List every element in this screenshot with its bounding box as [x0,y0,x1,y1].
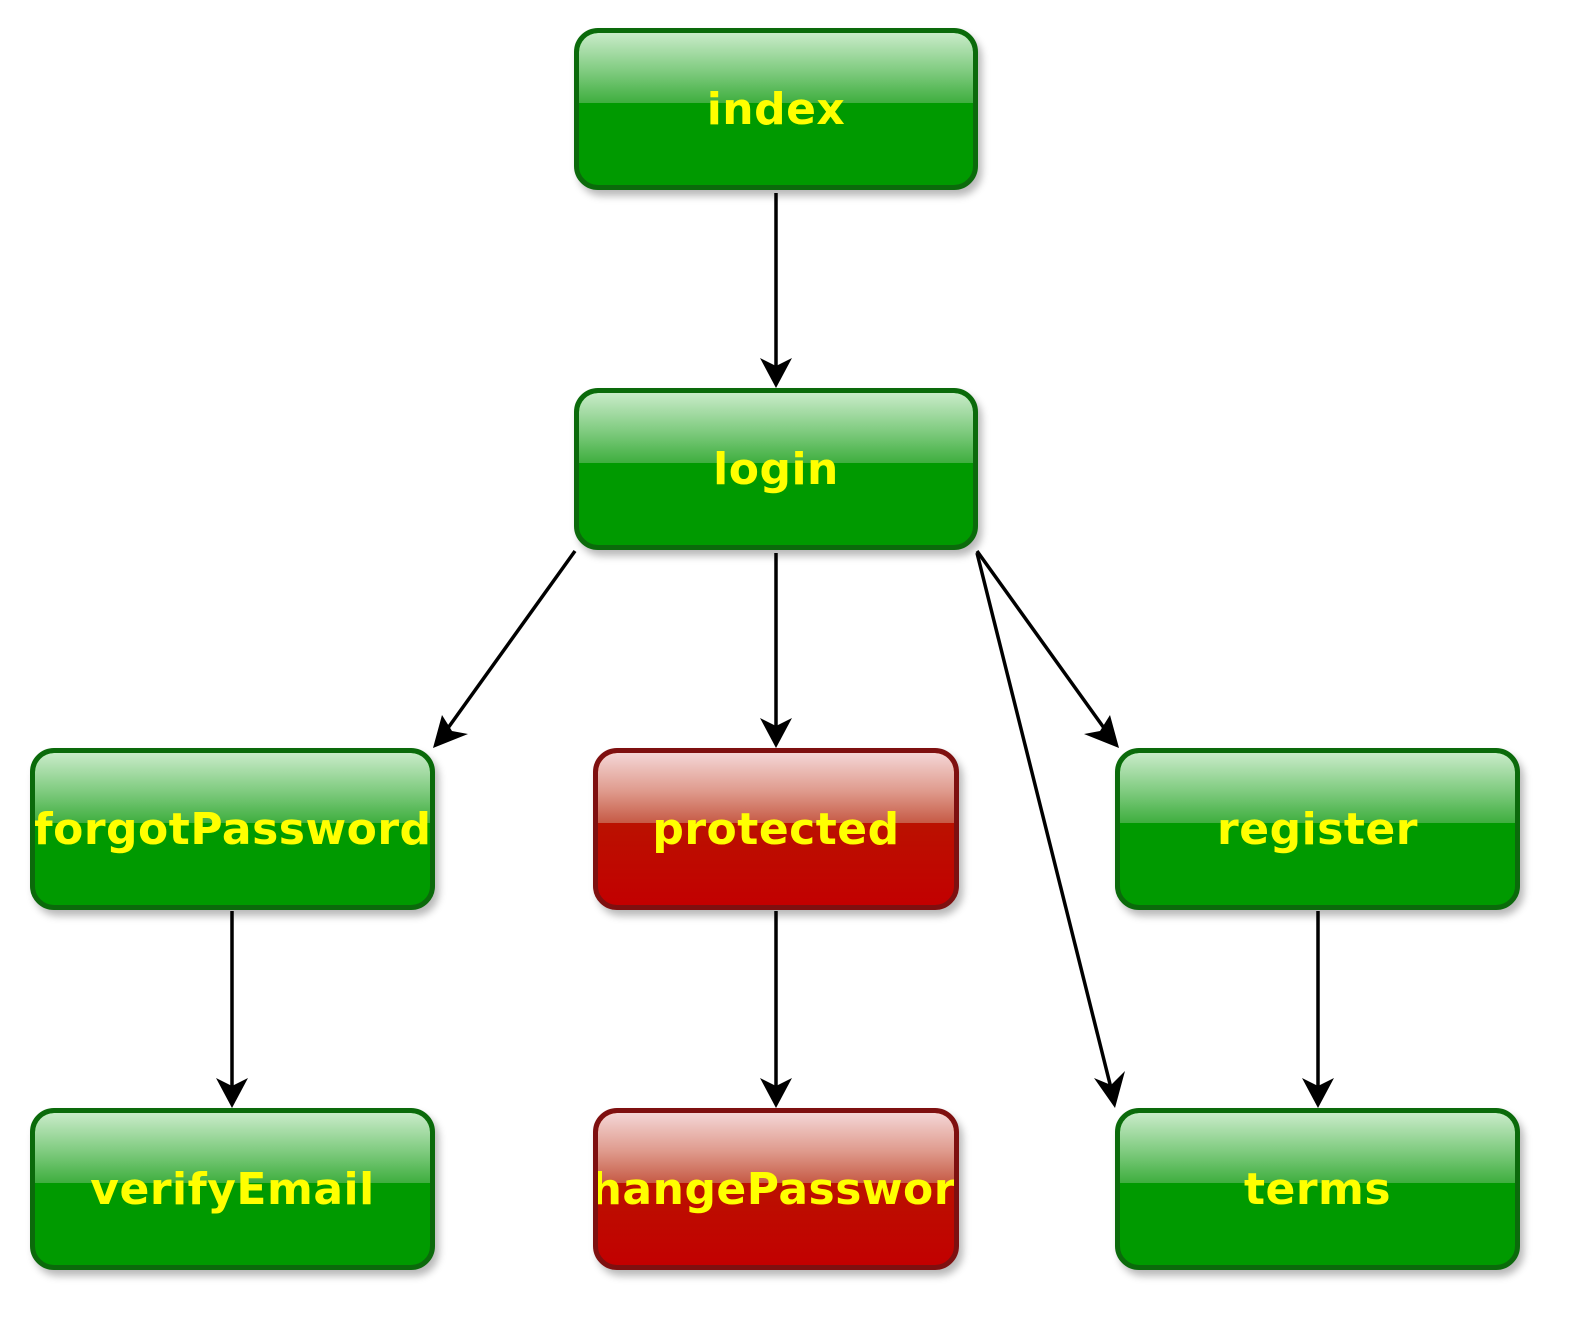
node-label-login: login [713,443,839,495]
node-login: login [574,388,978,550]
node-register: register [1115,748,1520,910]
node-gloss [598,1113,954,1183]
node-forgotpassword: forgotPassword [30,748,435,910]
node-gloss [35,753,430,823]
node-label-changepassword: changePassword [593,1163,956,1215]
node-label-register: register [1217,803,1418,855]
arrowhead-changepassword [760,1078,792,1108]
edge-login-register [975,549,1106,730]
arrowhead-forgotpassword [433,715,468,748]
node-gloss [1120,753,1515,823]
node-gloss [579,393,973,463]
edge-login-terms [975,552,1113,1089]
edge-login-forgotpassword [446,549,577,730]
node-gloss [35,1113,430,1183]
arrowhead-register [1084,715,1119,748]
node-protected: protected [593,748,959,910]
node-label-forgotpassword: forgotPassword [33,803,432,855]
node-gloss [579,33,973,103]
node-terms: terms [1115,1108,1520,1270]
node-label-terms: terms [1243,1163,1392,1215]
arrowhead-verifyemail [216,1078,248,1108]
arrowhead-protected [760,718,792,748]
arrowhead-login [760,358,792,388]
arrowhead-terms-from-login [1094,1071,1125,1108]
node-gloss [598,753,954,823]
node-index: index [574,28,978,190]
node-label-verifyemail: verifyEmail [90,1163,375,1215]
node-gloss [1120,1113,1515,1183]
node-verifyemail: verifyEmail [30,1108,435,1270]
arrowhead-terms-from-register [1302,1078,1334,1108]
node-label-protected: protected [652,803,900,855]
node-label-index: index [706,83,846,135]
node-changepassword: changePassword [593,1108,959,1270]
